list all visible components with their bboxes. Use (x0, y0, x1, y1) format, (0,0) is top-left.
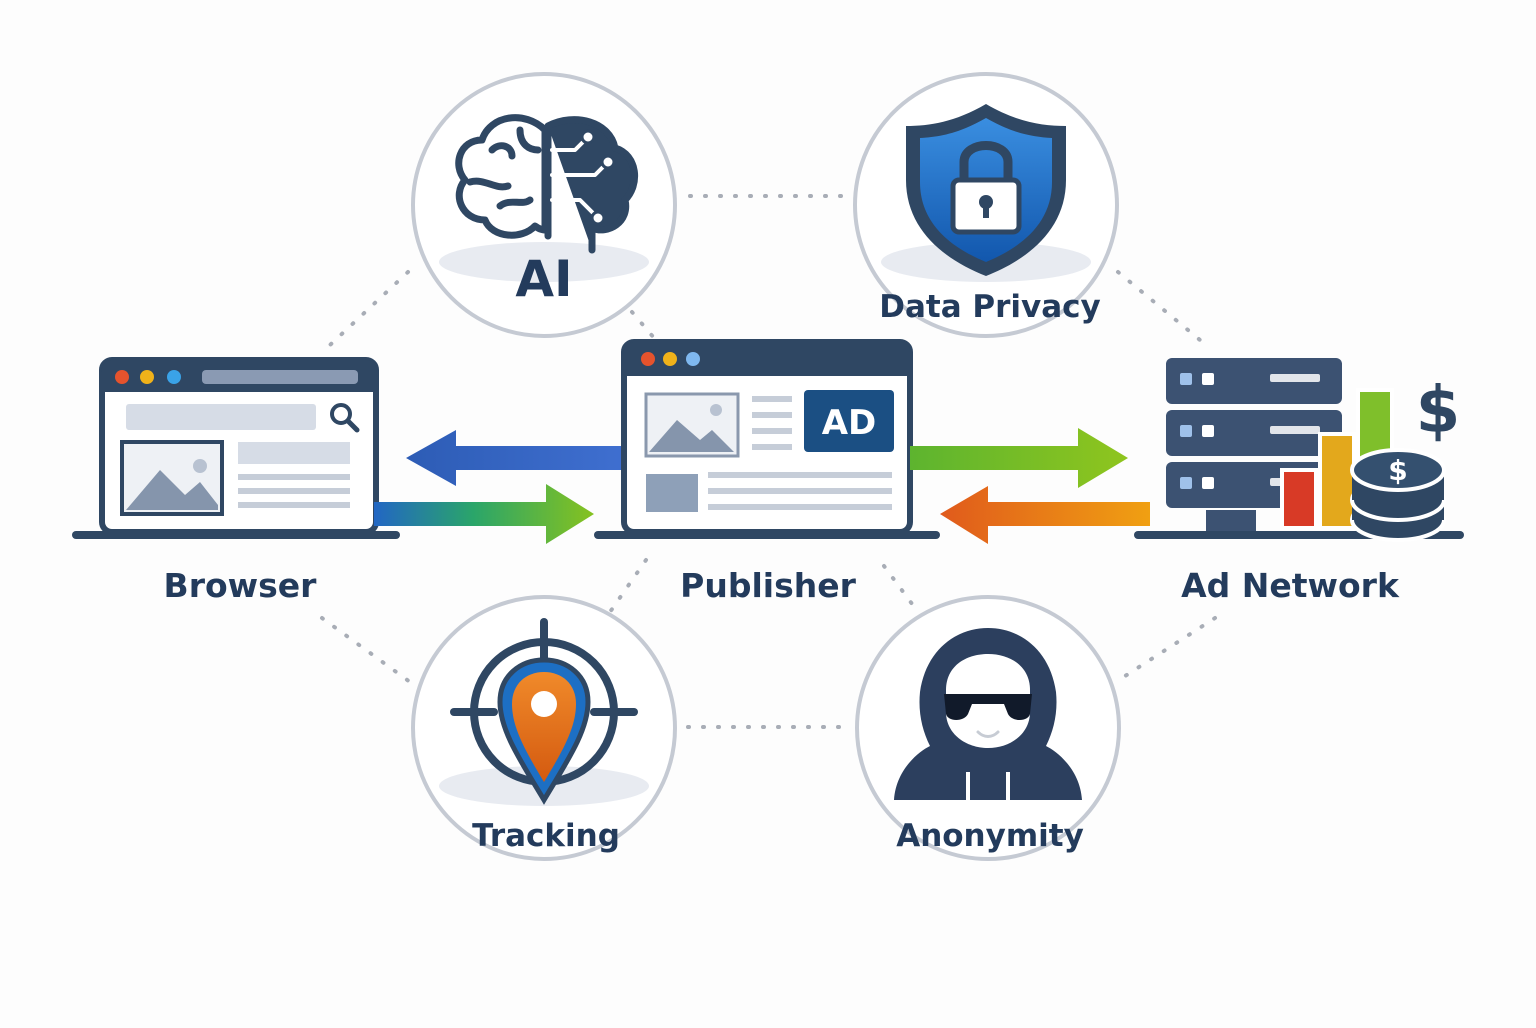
arrow-network-to-publisher (940, 486, 1150, 544)
coin-stack-icon: $ (1350, 448, 1446, 542)
privacy-label: Data Privacy (879, 289, 1101, 325)
publisher-window-icon: AD (594, 339, 940, 539)
tracking-label: Tracking (472, 818, 620, 854)
target-pin-icon (450, 618, 638, 805)
ad-badge-text: AD (822, 403, 877, 443)
publisher-label: Publisher (680, 566, 856, 605)
tracking-node: Tracking (411, 595, 677, 861)
privacy-node: Data Privacy (853, 72, 1119, 338)
ad-badge: AD (804, 390, 894, 452)
anonymity-label: Anonymity (896, 818, 1084, 854)
search-icon (330, 403, 360, 433)
arrow-publisher-to-browser (406, 430, 626, 486)
hooded-figure-icon (894, 628, 1082, 800)
ad-network-label: Ad Network (1181, 566, 1400, 605)
arrow-publisher-to-network (910, 428, 1128, 488)
browser-window-icon (72, 357, 400, 539)
arrow-browser-to-publisher (374, 484, 594, 544)
browser-node: Browser (72, 357, 400, 605)
shield-lock-icon (906, 104, 1066, 276)
currency-icon: $ (1416, 374, 1461, 448)
ai-label: AI (515, 250, 572, 308)
svg-text:$: $ (1388, 454, 1407, 487)
anonymity-node: Anonymity (855, 595, 1121, 861)
ad-network-node: $ $ Ad Network (1134, 358, 1464, 605)
publisher-node: AD Publisher (594, 339, 940, 605)
connector-lines (320, 194, 1217, 729)
browser-label: Browser (164, 566, 318, 605)
brain-circuit-icon (455, 114, 639, 254)
ai-node: AI (411, 72, 677, 338)
